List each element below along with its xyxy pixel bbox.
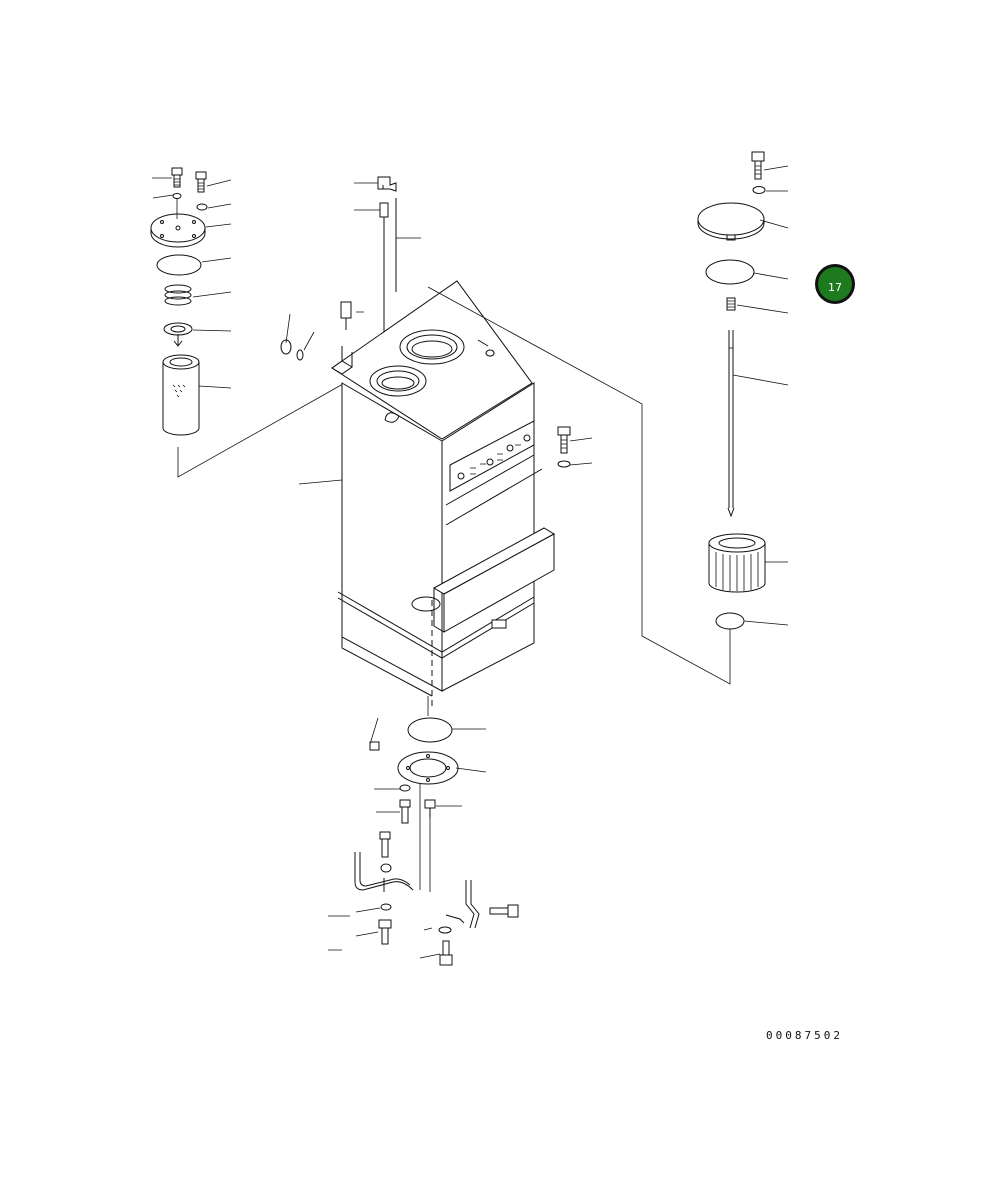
washer-part[interactable]: [399, 784, 411, 792]
reference-number: 00087502: [766, 1029, 843, 1042]
filter-element-part[interactable]: [162, 354, 200, 436]
port-plate: [449, 420, 535, 492]
o-ring-part[interactable]: [705, 259, 755, 285]
sensor-part[interactable]: [340, 301, 352, 330]
washer-part[interactable]: [380, 863, 392, 873]
spring-part[interactable]: [726, 297, 736, 311]
left-filter-assembly: [150, 167, 344, 478]
bolt-part[interactable]: [378, 919, 392, 945]
callout-badge-label: 17: [828, 281, 842, 294]
bolt-part[interactable]: [751, 151, 765, 180]
valve-part[interactable]: [163, 322, 193, 347]
hydraulic-tank[interactable]: [331, 280, 556, 710]
bolt-part[interactable]: [171, 167, 183, 188]
washer-part[interactable]: [172, 193, 182, 199]
right-filter-assembly: [427, 151, 789, 685]
washer-part[interactable]: [438, 926, 452, 934]
bolt-part[interactable]: [489, 904, 519, 918]
spring-part[interactable]: [164, 284, 192, 306]
callout-badge[interactable]: 17: [815, 264, 855, 304]
o-ring-part[interactable]: [156, 254, 202, 276]
gasket-part[interactable]: [407, 717, 453, 743]
washer-part[interactable]: [752, 186, 766, 194]
washer-part[interactable]: [196, 203, 208, 211]
pipe-part[interactable]: [354, 852, 414, 892]
plug-part[interactable]: [369, 741, 380, 751]
bottom-assembly: [328, 696, 519, 966]
o-ring-part[interactable]: [715, 612, 745, 630]
bolt-part[interactable]: [379, 831, 391, 858]
bolt-part[interactable]: [439, 940, 453, 966]
breather-part[interactable]: [377, 176, 397, 192]
bolt-part[interactable]: [557, 426, 571, 454]
support-bracket: [432, 527, 556, 633]
rod-part[interactable]: [727, 330, 735, 518]
drain-flange-part[interactable]: [397, 751, 459, 785]
cover-plate-part[interactable]: [697, 202, 765, 241]
bolt-part[interactable]: [195, 171, 207, 193]
cover-plate-part[interactable]: [150, 213, 206, 248]
plug-part[interactable]: [280, 339, 304, 361]
level-gauge-part[interactable]: [379, 198, 397, 339]
washer-part[interactable]: [557, 460, 571, 468]
strainer-part[interactable]: [708, 533, 766, 593]
bolt-part[interactable]: [399, 799, 411, 824]
pipe-part[interactable]: [445, 880, 480, 929]
washer-part[interactable]: [380, 903, 392, 911]
